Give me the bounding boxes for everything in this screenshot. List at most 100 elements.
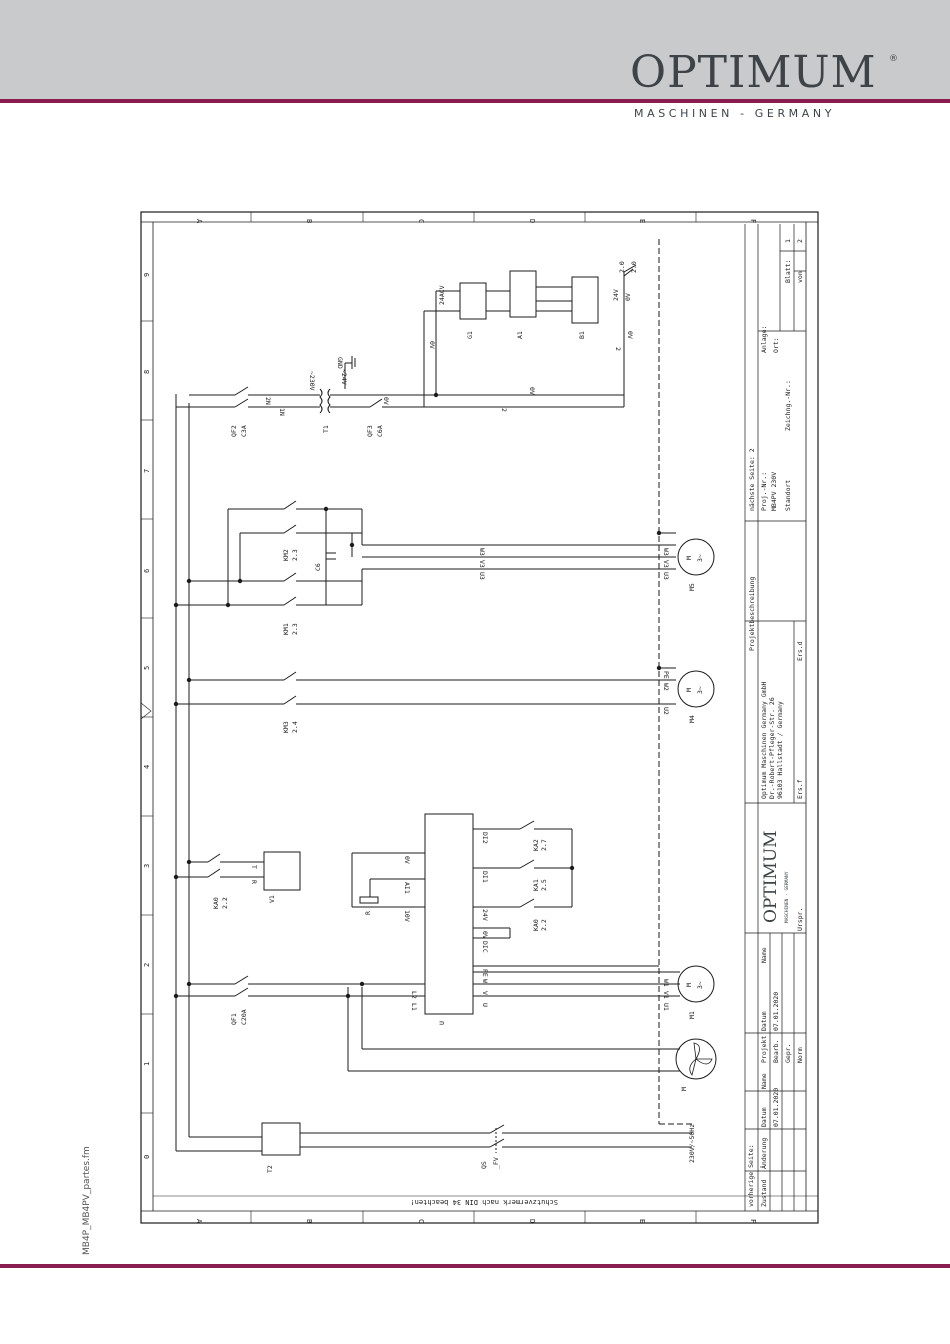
relay-v1 xyxy=(263,851,301,891)
label-qf3-rating: C6A xyxy=(376,425,384,437)
potentiometer-r xyxy=(359,896,379,904)
header-rule xyxy=(0,99,950,103)
footer-rule xyxy=(0,1264,950,1268)
label-wire-1n: 1N xyxy=(278,408,286,416)
label-out-24v: 24V xyxy=(612,289,620,301)
label-r: R xyxy=(364,911,372,915)
label-out-pe: PE xyxy=(481,969,489,977)
tb-change-date: 07.01.2020 xyxy=(772,1088,780,1127)
tb-von-label: von xyxy=(796,271,804,283)
label-wire-v3: V3 xyxy=(478,560,486,568)
frame-col-6: 6 xyxy=(143,569,151,573)
frame-row-c-top: C xyxy=(417,219,425,223)
tb-zustand: Zustand xyxy=(760,1180,768,1207)
motor-m4 xyxy=(677,670,715,708)
label-dic: DIC xyxy=(481,941,489,953)
frame-row-d-top: D xyxy=(528,219,536,223)
label-t2: T2 xyxy=(266,1165,274,1173)
tb-bearb-date: 07.01.2020 xyxy=(772,992,780,1031)
tb-bearb: Bearb. xyxy=(772,1040,780,1063)
label-km1-ref: 2.3 xyxy=(291,623,299,635)
tb-ursp: Urspr. xyxy=(796,908,804,931)
label-qs: QS xyxy=(480,1161,488,1169)
label-ka2: KA2 xyxy=(532,839,540,851)
module-b1 xyxy=(571,276,599,324)
label-w1: W1 xyxy=(662,979,670,987)
frame-row-c-bottom: C xyxy=(417,1219,425,1223)
label-out-v: V xyxy=(481,991,489,995)
tb-ort: Ort: xyxy=(772,337,780,353)
frame-col-1: 1 xyxy=(143,1062,151,1066)
tb-name-col: Name xyxy=(760,1073,768,1089)
label-ka0b: KA0 xyxy=(212,897,220,909)
label-24acv: 24ACV xyxy=(438,285,446,305)
tb-gepr: Gepr. xyxy=(784,1043,792,1063)
tb-aenderung: Änderung xyxy=(759,1138,768,1169)
tb-anlage: Anlage: xyxy=(760,326,768,353)
label-v1-t: T xyxy=(250,865,258,869)
tb-projekt: Projekt xyxy=(760,1036,768,1063)
frame-row-a-top: A xyxy=(195,219,203,224)
label-qs-sub: _FV xyxy=(492,1157,500,1169)
label-qf2-rating: C3A xyxy=(240,425,248,437)
label-wire-0v-a: 0V xyxy=(382,397,390,405)
motor-m5 xyxy=(677,538,715,576)
label-km2: KM2 xyxy=(282,549,290,561)
label-km2-ref: 2.3 xyxy=(291,549,299,561)
frame-col-0: 0 xyxy=(143,1155,151,1159)
label-w3: W3 xyxy=(662,548,670,556)
tb-company: Optimum Maschinen Germany GmbH xyxy=(760,682,768,799)
frame-row-b-bottom: B xyxy=(305,1219,313,1223)
label-out-0v: 0V xyxy=(624,293,632,301)
label-24v: 24V xyxy=(481,909,489,921)
brand-registered-mark: ® xyxy=(889,54,898,64)
label-0v-pot: 0V xyxy=(403,856,411,864)
frame-row-e-bottom: E xyxy=(638,1219,646,1223)
label-ka1: KA1 xyxy=(532,879,540,891)
frame-row-b-top: B xyxy=(305,219,313,223)
label-wire-0v-d: 0V xyxy=(626,331,634,339)
label-g1: G1 xyxy=(466,331,474,339)
file-name: MB4P_MB4PV_partes.fm xyxy=(82,1146,92,1255)
tb-city: 96103 Hallstadt / Germany xyxy=(776,701,784,799)
label-m1: M1 xyxy=(688,1011,696,1019)
tb-proj-nr-label: Proj.-Nr.: xyxy=(760,472,768,511)
label-ref-1: 2.0 xyxy=(618,261,626,273)
label-m1-m: M xyxy=(685,983,693,987)
transformer-t2 xyxy=(261,1122,301,1156)
label-gnd: GND xyxy=(336,357,344,369)
tb-prev-page: vorherige Seite: xyxy=(747,1144,755,1207)
label-wire-2n: 2N xyxy=(264,397,272,405)
label-ka0-ref: 2.2 xyxy=(540,919,548,931)
label-t1: T1 xyxy=(322,425,330,433)
tb-standort: Standort xyxy=(784,480,792,511)
label-km3: KM3 xyxy=(282,721,290,733)
label-v3: V3 xyxy=(662,560,670,568)
label-v1-r: R xyxy=(250,880,258,884)
label-out-w: W xyxy=(481,979,489,983)
label-qf1: QF1 xyxy=(230,1013,238,1025)
label-l2: L2 xyxy=(410,991,418,999)
label-v1: V1 xyxy=(662,991,670,999)
label-b1: B1 xyxy=(578,331,586,339)
motor-m1 xyxy=(677,965,715,1003)
label-wire-w3: W3 xyxy=(478,548,486,556)
tb-blatt-label: Blatt: xyxy=(784,260,792,283)
tb-projektbeschreibung: Projektbeschreibung xyxy=(748,577,756,651)
tb-ers-d: Ers.d xyxy=(796,641,804,661)
label-a1: A1 xyxy=(516,331,524,339)
label-km1: KM1 xyxy=(282,623,290,635)
label-qf2: QF2 xyxy=(230,425,238,437)
label-ai1: AI1 xyxy=(403,882,411,894)
label-di2: DI2 xyxy=(481,832,489,844)
label-wire-0v-b: 0V xyxy=(528,387,536,395)
frame-row-f-bottom: F xyxy=(749,1219,757,1223)
label-supply: 230V/~50Hz xyxy=(688,1124,696,1163)
label-l1: L1 xyxy=(410,1003,418,1011)
label-km3-ref: 2.4 xyxy=(291,721,299,733)
tb-zeichn: Zeichng.-Nr.: xyxy=(784,380,792,431)
power-supply-g1 xyxy=(459,282,487,320)
label-v1-device: V1 xyxy=(268,895,276,903)
frame-row-f-top: F xyxy=(749,219,757,223)
label-m5-m: M xyxy=(685,556,693,560)
